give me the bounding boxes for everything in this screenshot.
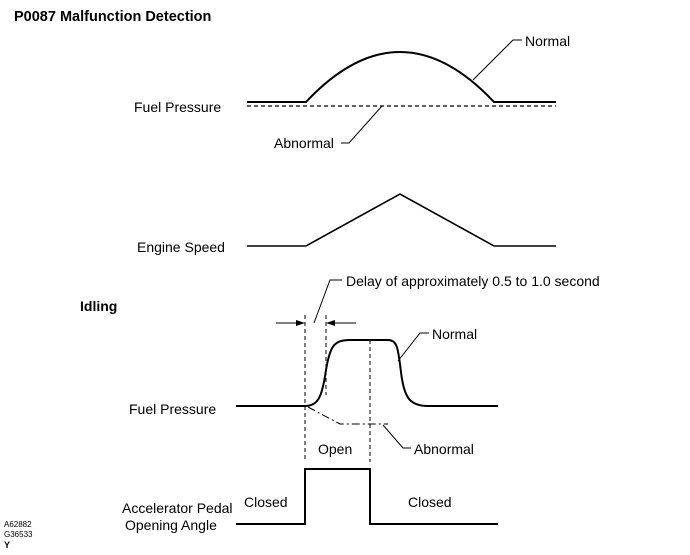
idling-abnormal-leader [382,424,411,449]
upper-normal-leader [472,39,522,81]
idling-fuel-pressure-label: Fuel Pressure [129,401,217,417]
upper-fuel-pressure-label: Fuel Pressure [134,99,222,115]
upper-abnormal-label: Abnormal [274,135,334,151]
pedal-label-line1: Accelerator Pedal [122,500,233,516]
delay-left-arrowhead [296,320,305,326]
idling-normal-leader [397,332,429,362]
closed-left-label: Closed [244,494,288,510]
delay-note: Delay of approximately 0.5 to 1.0 second [346,273,600,289]
diagram-title: P0087 Malfunction Detection [14,9,212,25]
pedal-label-line2: Opening Angle [125,517,217,533]
accelerator-pedal-step [236,468,498,525]
figure-code-1: A62882 [4,520,32,529]
upper-abnormal-leader [341,105,383,144]
figure-code-2: G36533 [4,530,33,539]
upper-fuel-pressure-normal-curve [247,51,556,103]
idling-heading: Idling [80,298,118,314]
figure-code-3: Y [4,540,11,550]
engine-speed-curve [247,193,556,247]
delay-right-arrowhead [326,320,335,326]
delay-note-leader [313,279,342,324]
idling-fuel-pressure-abnormal-line [307,406,388,425]
idling-abnormal-label: Abnormal [414,441,474,457]
engine-speed-label: Engine Speed [137,239,225,255]
open-label: Open [318,441,353,457]
idling-fuel-pressure-normal-curve [236,339,498,407]
closed-right-label: Closed [408,494,452,510]
upper-normal-label: Normal [525,33,571,49]
idling-normal-label: Normal [432,326,478,342]
